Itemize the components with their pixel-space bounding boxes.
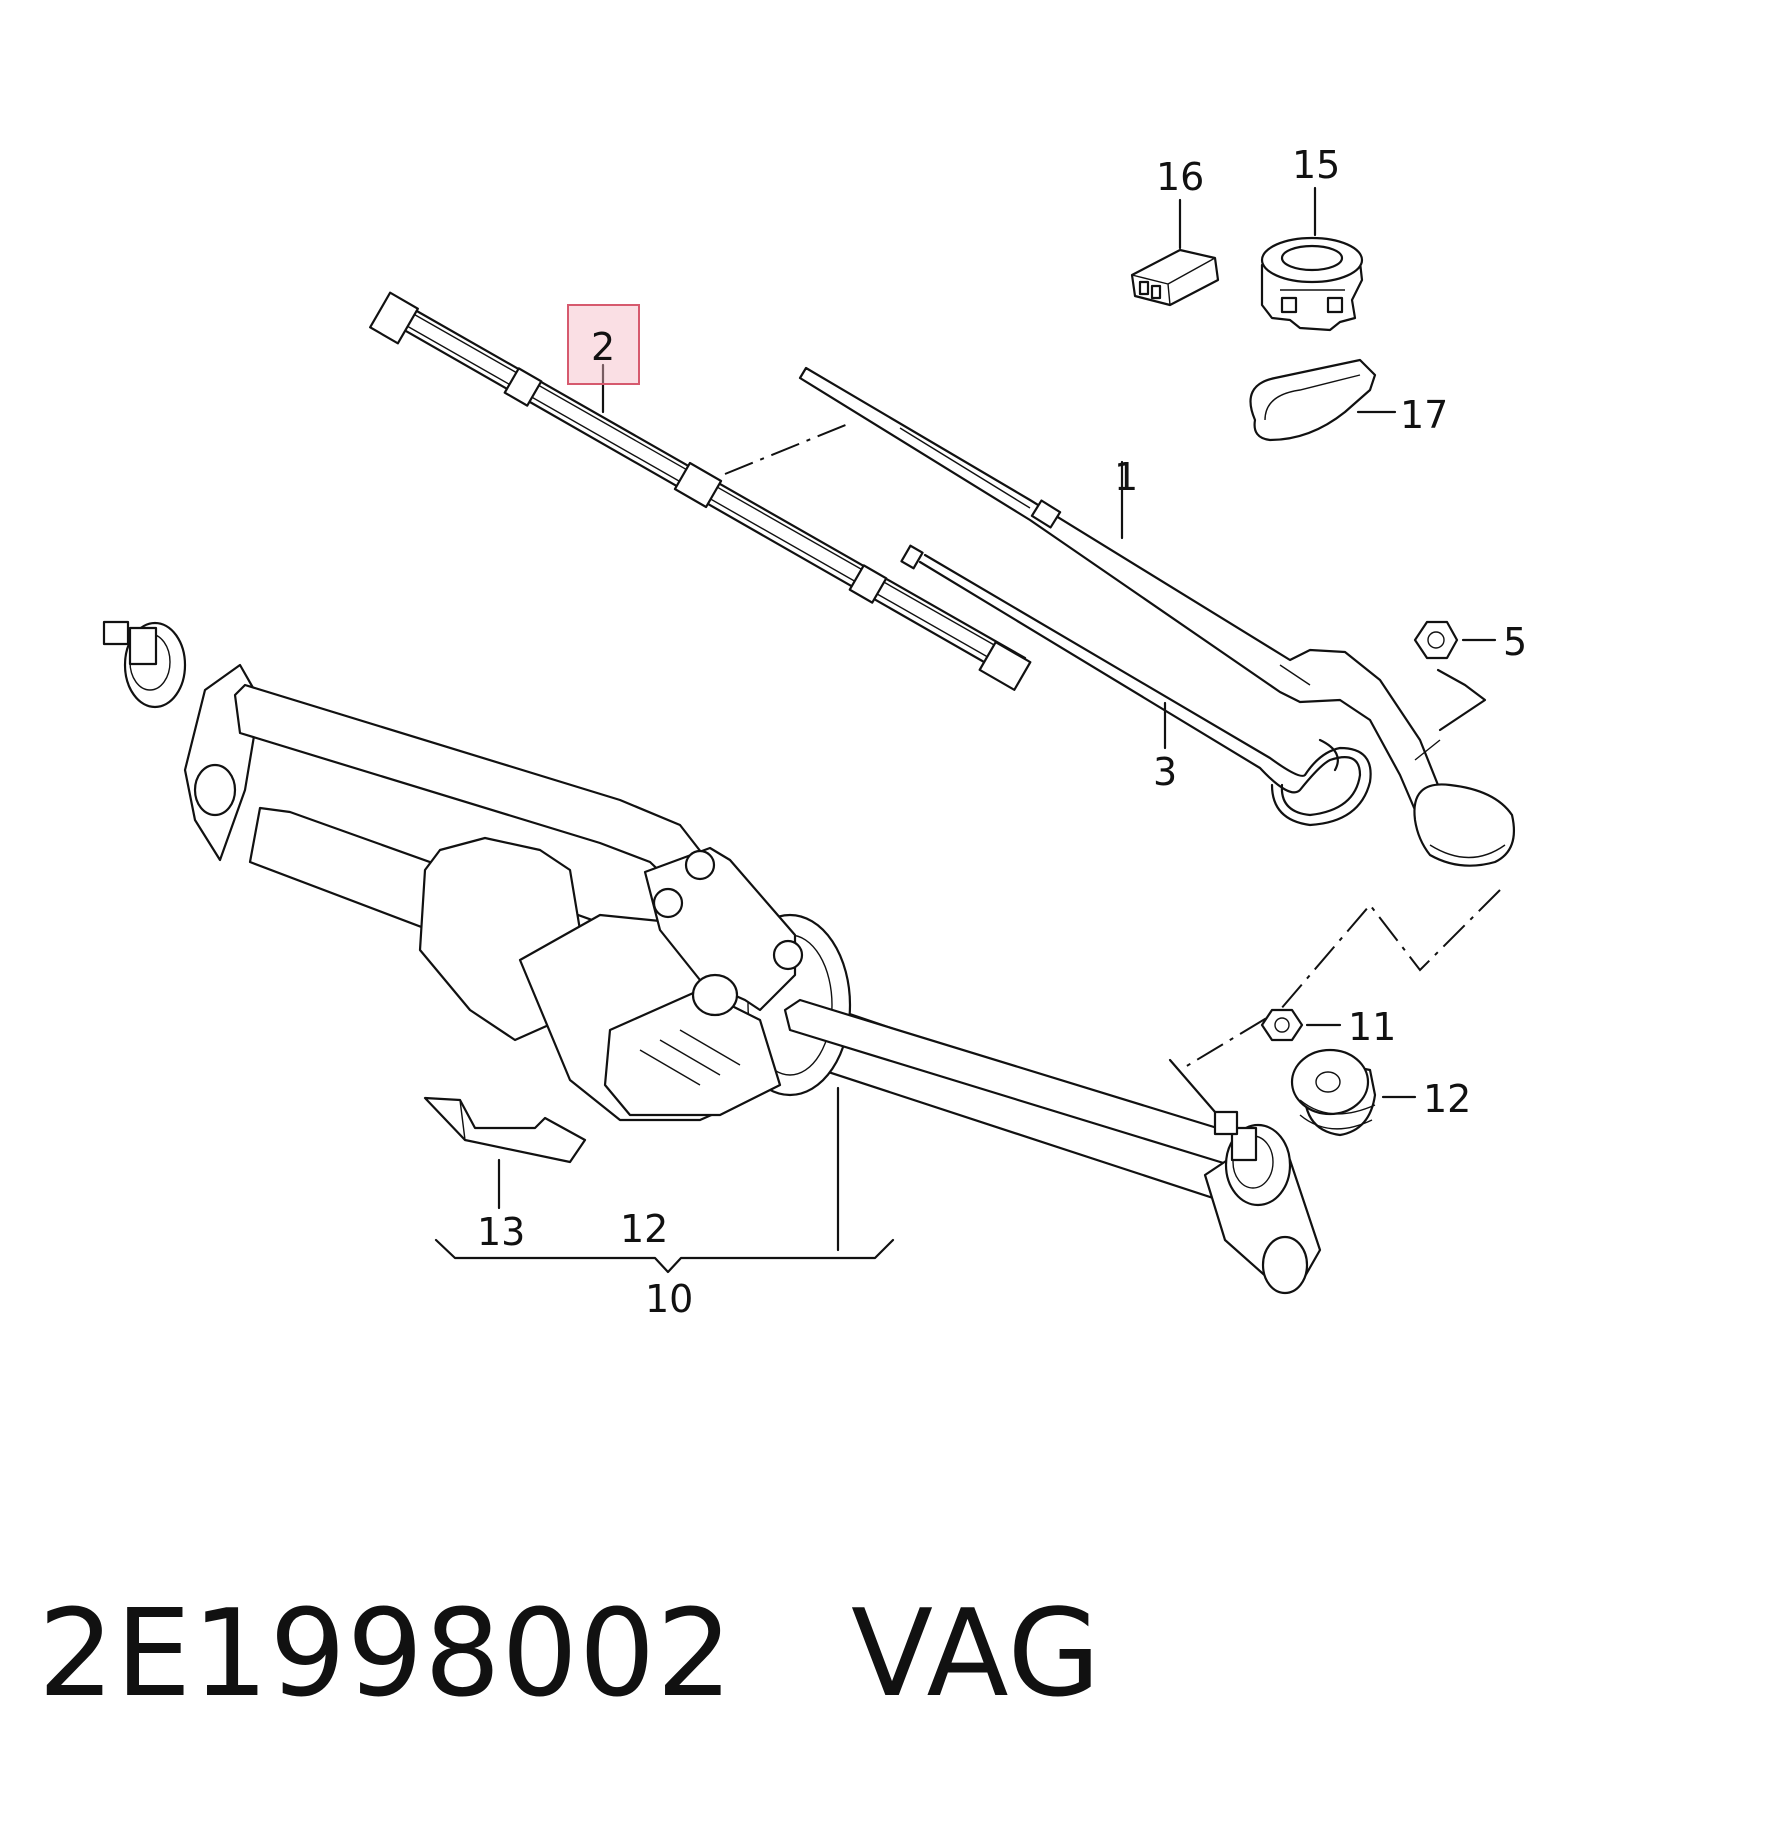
part-caption: 2E1998002 VAG [38,1585,1101,1724]
label-15: 15 [1292,143,1340,187]
label-13: 13 [477,1210,525,1254]
leader-lines [434,186,1497,1274]
highlight-box [567,304,640,385]
label-10: 10 [645,1277,693,1321]
wiper-linkage-frame[interactable] [102,620,1322,1295]
washer-pump-15[interactable] [1260,236,1364,332]
callout-labels: 1 2 3 5 10 11 12 12 13 15 16 17 [477,143,1527,1321]
brand-name: VAG [851,1585,1102,1724]
lower-connection-line [1179,889,1501,1071]
label-12-right: 12 [1423,1077,1471,1121]
label-16: 16 [1156,155,1204,199]
blade-to-arm-line [724,423,849,475]
label-2[interactable]: 2 [591,325,615,369]
part-number: 2E1998002 [38,1585,734,1724]
nut-5[interactable] [1413,620,1487,732]
connector-16[interactable] [1130,248,1220,307]
washer-hose[interactable] [900,544,1372,827]
label-5: 5 [1503,620,1527,664]
seal-17[interactable] [1249,358,1377,442]
label-11: 11 [1348,1005,1396,1049]
nut-11[interactable] [1260,1008,1304,1042]
label-12-bottom: 12 [620,1207,668,1251]
bracket-13[interactable] [423,1096,587,1164]
label-17: 17 [1400,393,1448,437]
bushing-12[interactable] [1290,1048,1377,1137]
wiper-arm[interactable] [798,366,1516,867]
label-3: 3 [1153,750,1177,794]
wiper-blade[interactable] [369,291,1032,691]
label-1: 1 [1114,455,1138,499]
